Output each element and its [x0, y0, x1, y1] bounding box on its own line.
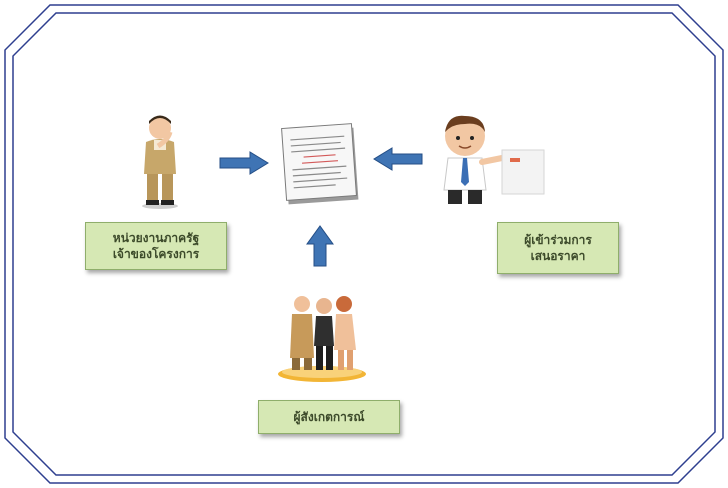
observer-label: ผู้สังเกตการณ์ — [258, 400, 400, 434]
arrow-right-icon — [219, 151, 269, 175]
bidder-label-line1: ผู้เข้าร่วมการ — [524, 233, 592, 247]
arrow-up-icon — [306, 225, 334, 267]
bidder-label-line2: เสนอราคา — [530, 249, 586, 263]
observer-group-icon — [278, 296, 366, 382]
government-label-line1: หน่วยงานภาครัฐ — [112, 231, 200, 245]
contract-document-icon — [281, 123, 359, 205]
bidder-label: ผู้เข้าร่วมการ เสนอราคา — [497, 222, 619, 274]
businessman-icon — [443, 115, 545, 204]
government-official-icon — [142, 115, 178, 209]
arrow-left-icon — [373, 147, 423, 171]
government-label-line2: เจ้าของโครงการ — [112, 247, 200, 261]
observer-label-line1: ผู้สังเกตการณ์ — [293, 410, 365, 424]
government-owner-label: หน่วยงานภาครัฐ เจ้าของโครงการ — [85, 222, 227, 270]
